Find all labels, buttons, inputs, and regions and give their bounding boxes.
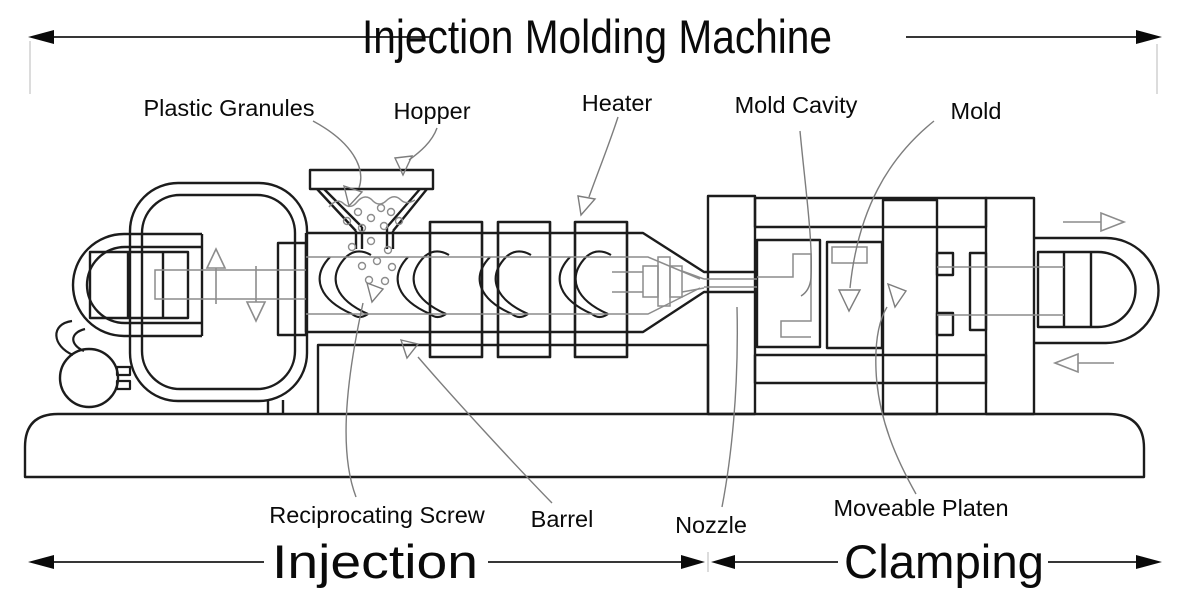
mold-insert: [831, 246, 868, 264]
motion-arrows: [205, 211, 1127, 374]
section-dimension-arrows: [28, 552, 1162, 572]
granule-fill-line: [328, 196, 416, 208]
label-heater: Heater: [582, 90, 653, 116]
leader-barrel: [399, 339, 553, 504]
piston-rods: [937, 266, 1064, 316]
clamp-right-arrow-icon: [1063, 211, 1127, 233]
screw-shank: [154, 269, 306, 300]
mold-cavity-channel: [757, 253, 812, 338]
injection-cylinder: [71, 232, 204, 338]
leader-moveable-platen: [875, 282, 917, 495]
leader-heater: [577, 116, 619, 217]
label-moveable-platen: Moveable Platen: [833, 495, 1008, 521]
internal-lines: [154, 196, 1064, 338]
label-hopper: Hopper: [393, 98, 470, 124]
drive-housing-inner: [140, 193, 297, 391]
extension-lines: [29, 41, 1158, 94]
arrowhead-left-icon: [28, 30, 54, 44]
section-label-clamping: Clamping: [844, 535, 1044, 588]
label-barrel: Barrel: [531, 506, 594, 532]
machine-base: [23, 412, 1146, 479]
label-mold-cavity: Mold Cavity: [735, 92, 858, 118]
leader-lines: [312, 116, 935, 508]
machine-line-art: [23, 168, 1160, 479]
leader-nozzle: [721, 306, 738, 508]
leader-mold-cavity: [799, 130, 812, 297]
clamp-left-arrow-icon: [1052, 352, 1114, 374]
clamp-rail-bar: [753, 353, 988, 385]
diagram-title: Injection Molding Machine: [362, 10, 832, 63]
motor-pedestal: [266, 400, 285, 414]
barrel-outline: [304, 231, 756, 334]
pump-tubes: [55, 319, 132, 391]
clamping-arrowhead-right-icon: [1136, 555, 1162, 569]
drive-housing-outer: [128, 181, 309, 403]
screw-flights: [318, 250, 612, 319]
section-label-injection: Injection: [272, 535, 478, 588]
overall-dimension-arrow: [28, 30, 1162, 94]
screw-tip: [612, 256, 705, 307]
leader-mold: [837, 120, 935, 313]
clamp-end-column: [984, 196, 1036, 416]
label-mold: Mold: [951, 98, 1002, 124]
mold-fixed-half: [755, 238, 822, 349]
label-nozzle: Nozzle: [675, 512, 747, 538]
injection-arrowhead-left-icon: [28, 555, 54, 569]
fixed-platen: [706, 194, 757, 416]
leader-plastic-granules: [312, 120, 364, 208]
leader-hopper: [393, 127, 438, 177]
label-reciprocating-screw: Reciprocating Screw: [269, 502, 486, 528]
clamping-arrowhead-left-icon: [711, 555, 735, 569]
arrowhead-right-icon: [1136, 30, 1162, 44]
pump-circle: [58, 347, 120, 409]
injection-arrowhead-right-icon: [681, 555, 705, 569]
screw-up-arrow-icon: [205, 247, 227, 304]
barrel-pedestal: [316, 343, 710, 414]
leader-reciprocating-screw: [345, 281, 385, 498]
barrel-flange: [276, 241, 308, 337]
moveable-platen-assembly: [881, 198, 988, 416]
plastic-granules-dots: [342, 203, 404, 286]
sprue-channel: [704, 278, 757, 288]
component-labels: Plastic Granules Hopper Heater Mold Cavi…: [143, 90, 1008, 538]
screw-down-arrow-icon: [245, 266, 267, 323]
clamp-cylinder: [1034, 236, 1160, 345]
clamp-top-bar: [753, 196, 988, 229]
heater-bands: [428, 220, 629, 359]
label-plastic-granules: Plastic Granules: [143, 95, 314, 121]
